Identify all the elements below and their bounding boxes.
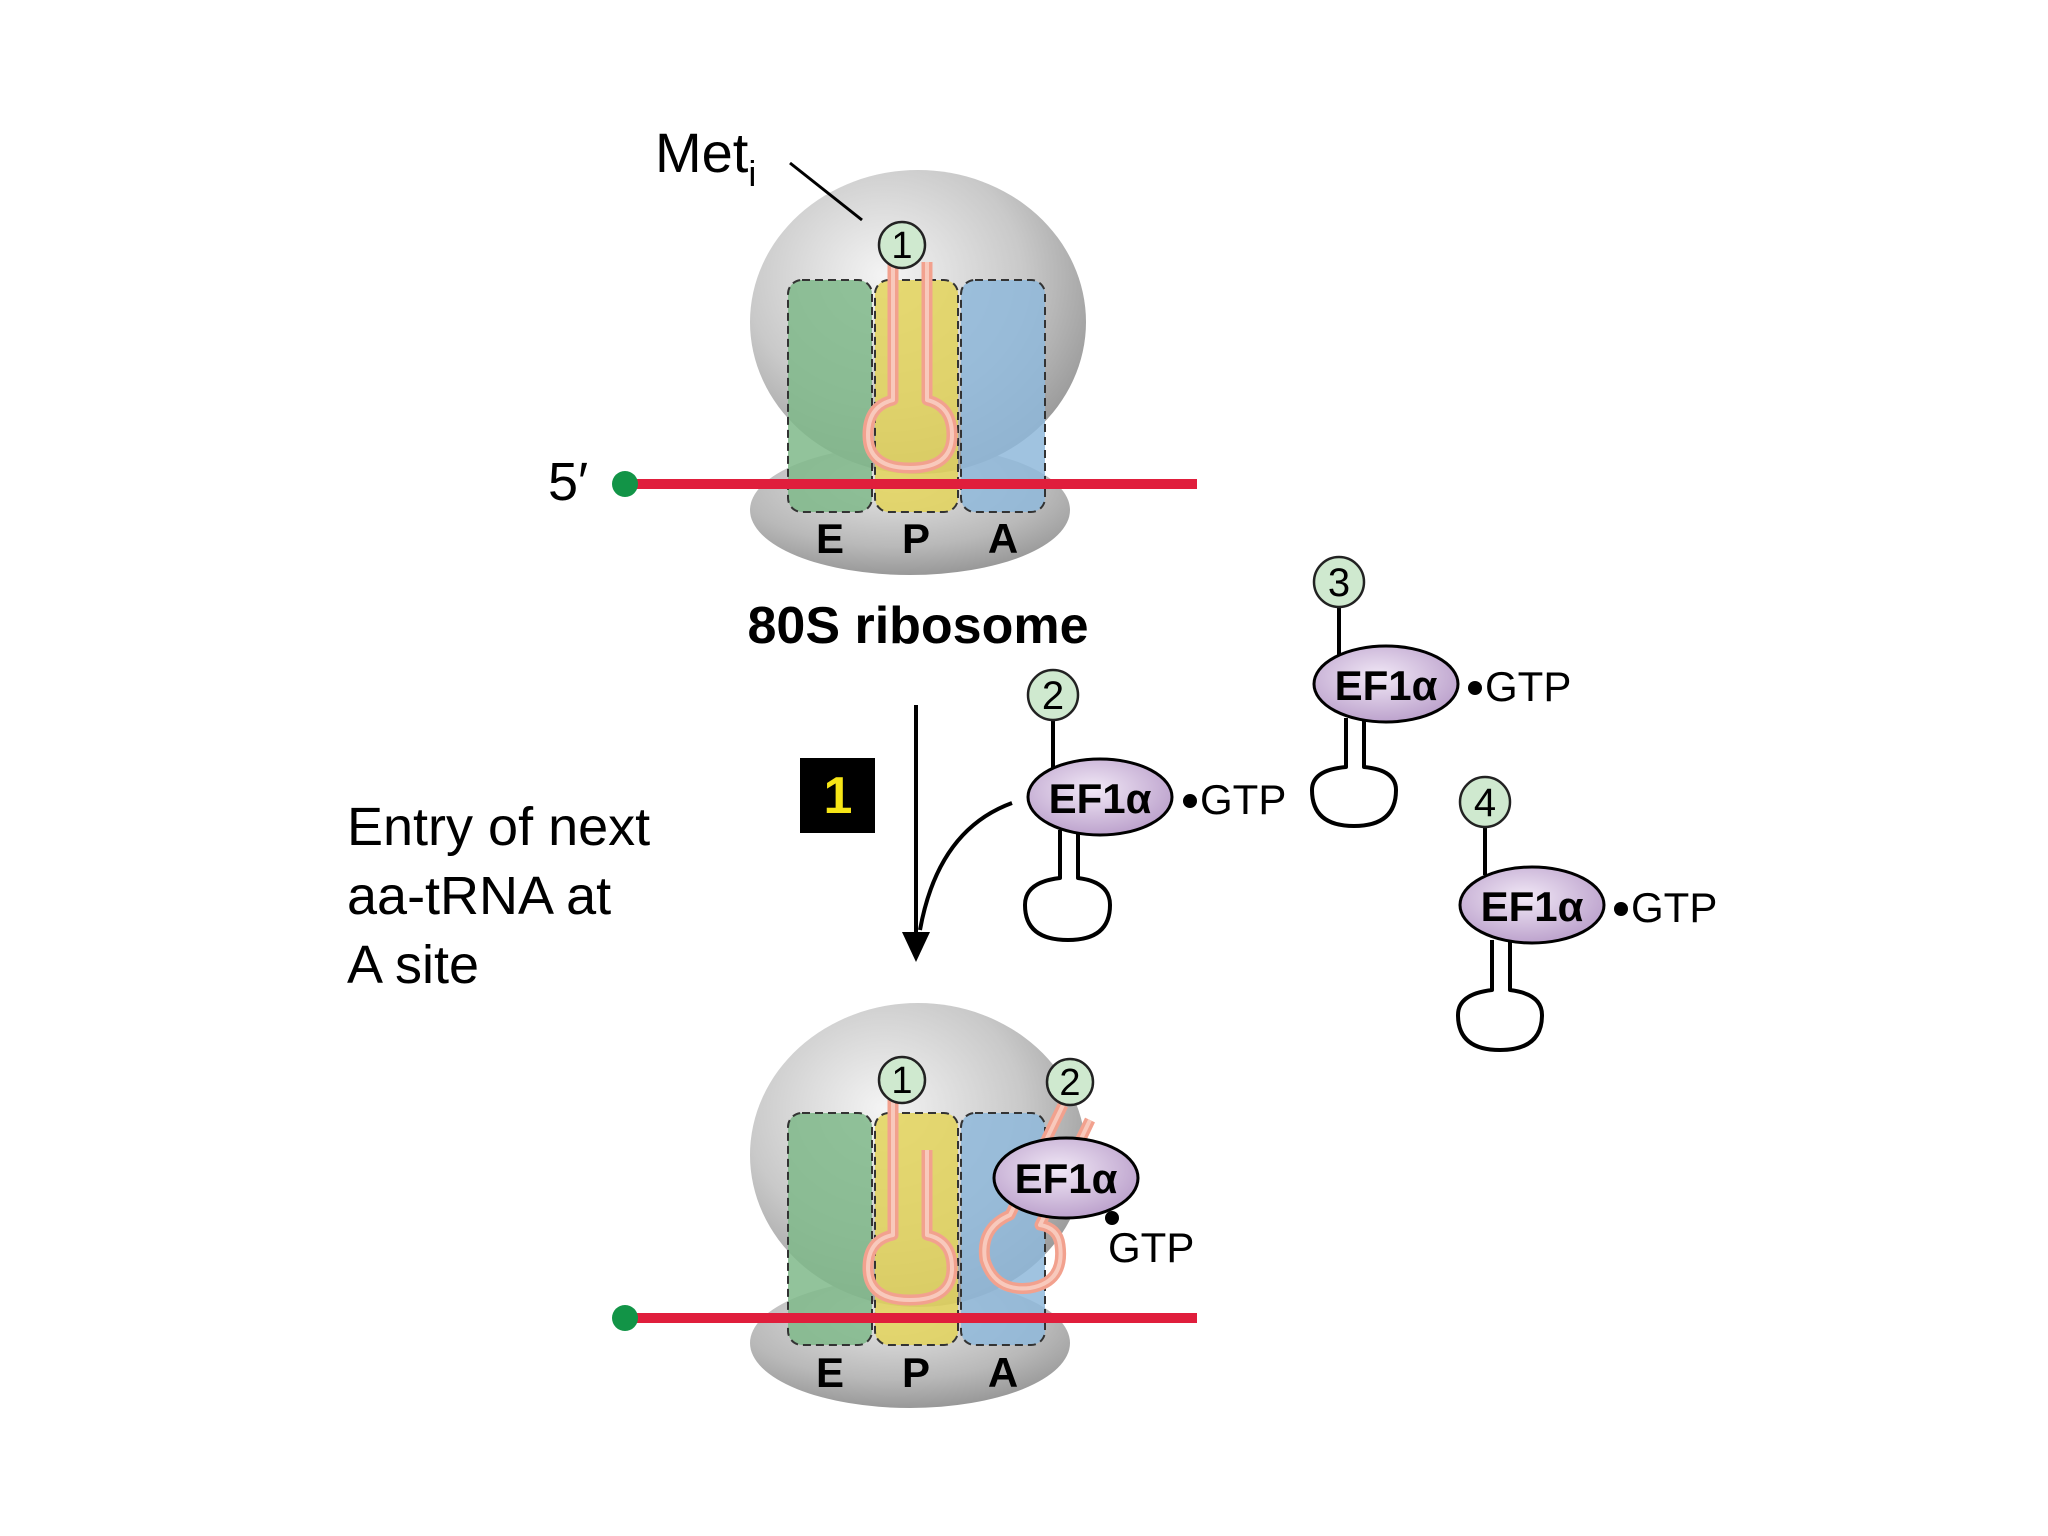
ternary-complex-3: EF1α GTP 3 (1310, 555, 1571, 828)
trna-number-1: 1 (891, 1060, 912, 1102)
trna-number-4: 4 (1474, 781, 1496, 825)
met-trna-p-site (862, 262, 958, 474)
trna-number-2: 2 (1042, 674, 1064, 718)
gtp-label: GTP (1485, 663, 1571, 710)
ef1a-label: EF1α (1481, 883, 1584, 930)
ef1a-protein-bound (992, 1136, 1140, 1220)
ef1a-label: EF1α (1335, 662, 1438, 709)
trna-number-circle (877, 1055, 927, 1105)
trna-number-3: 3 (1328, 561, 1350, 605)
site-p-label: P (902, 515, 930, 562)
trna-number-1: 1 (891, 225, 912, 267)
ef1a-protein (1458, 865, 1606, 945)
site-e-box (787, 279, 873, 513)
ternary-complex-4: EF1α GTP 4 (1456, 775, 1717, 1052)
site-e-label: E (816, 1349, 844, 1396)
site-a-box (960, 279, 1046, 513)
step-caption-line-2: aa-tRNA at (347, 866, 611, 926)
five-prime-label: 5′ (548, 452, 588, 512)
trna-number-circle (877, 220, 927, 270)
gtp-bond-dot (1183, 794, 1197, 808)
site-a-label: A (988, 1349, 1018, 1396)
trna-number-circle (1045, 1057, 1095, 1107)
gtp-bond-dot (1105, 1211, 1119, 1225)
ternary-complex-2: EF1α GTP 2 (1023, 668, 1286, 942)
trna-number-circle (1312, 555, 1366, 609)
trna-outline (1023, 830, 1112, 942)
ribosome-title: 80S ribosome (747, 597, 1088, 655)
ef1a-protein (1312, 644, 1460, 724)
step-caption: Entry of next aa-tRNA at A site (347, 797, 650, 995)
site-p-label: P (902, 1349, 930, 1396)
site-p-box (874, 1112, 959, 1346)
met-initiator-label: Meti (655, 121, 863, 222)
aa-trna-a-site (978, 1102, 1095, 1294)
met-pointer-line (789, 161, 863, 222)
ef1a-label: EF1α (1015, 1155, 1118, 1202)
step-caption-line-3: A site (347, 935, 479, 995)
step-number: 1 (824, 767, 853, 825)
trna-outline (1310, 718, 1398, 828)
gtp-label: GTP (1108, 1224, 1194, 1271)
gtp-bond-dot (1614, 902, 1628, 916)
gtp-label: GTP (1200, 776, 1286, 823)
met-label: Met (655, 121, 749, 184)
met-subscript: i (748, 153, 756, 194)
met-trna-p-site (862, 1100, 958, 1306)
ef1a-label: EF1α (1049, 775, 1152, 822)
trna-number-circle (1026, 668, 1080, 722)
mrna-5prime-dot (612, 1305, 638, 1331)
trna-number-circle (1458, 775, 1512, 829)
mrna-5prime-dot (612, 471, 638, 497)
site-e-label: E (816, 515, 844, 562)
gtp-label: GTP (1631, 884, 1717, 931)
step-caption-line-1: Entry of next (347, 797, 650, 857)
svg-text:Meti: Meti (655, 121, 756, 194)
step-arrow (902, 705, 1013, 962)
ribosome-80s-after-entry: EF1α GTP 1 2 E P A (612, 1003, 1197, 1408)
trna-number-2: 2 (1059, 1062, 1080, 1104)
site-a-label: A (988, 515, 1018, 562)
trna-outline (1456, 940, 1544, 1052)
ribosome-80s-initial: 1 E P A (612, 170, 1197, 575)
gtp-bond-dot (1468, 681, 1482, 695)
step-number-box: 1 (800, 758, 875, 833)
ef1a-protein (1026, 757, 1174, 837)
site-e-box (787, 1112, 873, 1346)
